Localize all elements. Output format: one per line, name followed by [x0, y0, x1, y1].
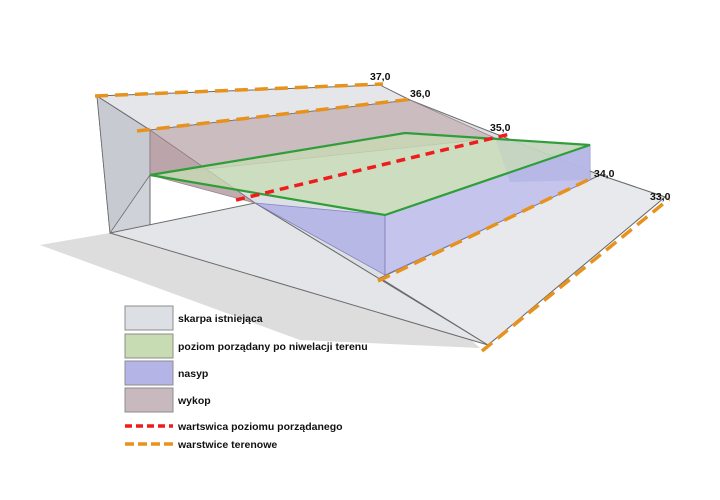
elevation-label-37: 37,0 — [370, 71, 391, 83]
contour-37 — [94, 82, 384, 98]
legend-label-cut: wykop — [177, 395, 211, 407]
legend-label-terrain-contours: warstwice terenowe — [177, 439, 277, 451]
elevation-label-35: 35,0 — [490, 122, 511, 134]
elevation-label-36: 36,0 — [410, 88, 431, 100]
legend: skarpa istniejąca poziom porządany po ni… — [124, 305, 368, 451]
desired-contour-35 — [235, 132, 511, 202]
legend-swatch-cut — [124, 387, 174, 413]
legend-swatch-desired-level — [124, 333, 174, 359]
slope-front-face — [109, 202, 489, 346]
contour-36 — [136, 97, 414, 133]
legend-label-fill: nasyp — [178, 368, 208, 380]
contour-33 — [480, 197, 671, 353]
legend-label-existing-slope: skarpa istniejąca — [178, 313, 263, 325]
legend-label-desired-level: poziom porządany po niwelacji terenu — [178, 341, 368, 353]
legend-swatch-existing-slope — [124, 305, 174, 331]
elevation-label-34: 34,0 — [594, 168, 615, 180]
legend-swatch-fill — [124, 360, 174, 386]
legend-label-desired-contour: wartswica poziomu porządanego — [177, 421, 343, 433]
desired-level-plane — [149, 131, 591, 217]
elevation-label-33: 33,0 — [650, 191, 671, 203]
terrain-contours — [94, 82, 671, 353]
